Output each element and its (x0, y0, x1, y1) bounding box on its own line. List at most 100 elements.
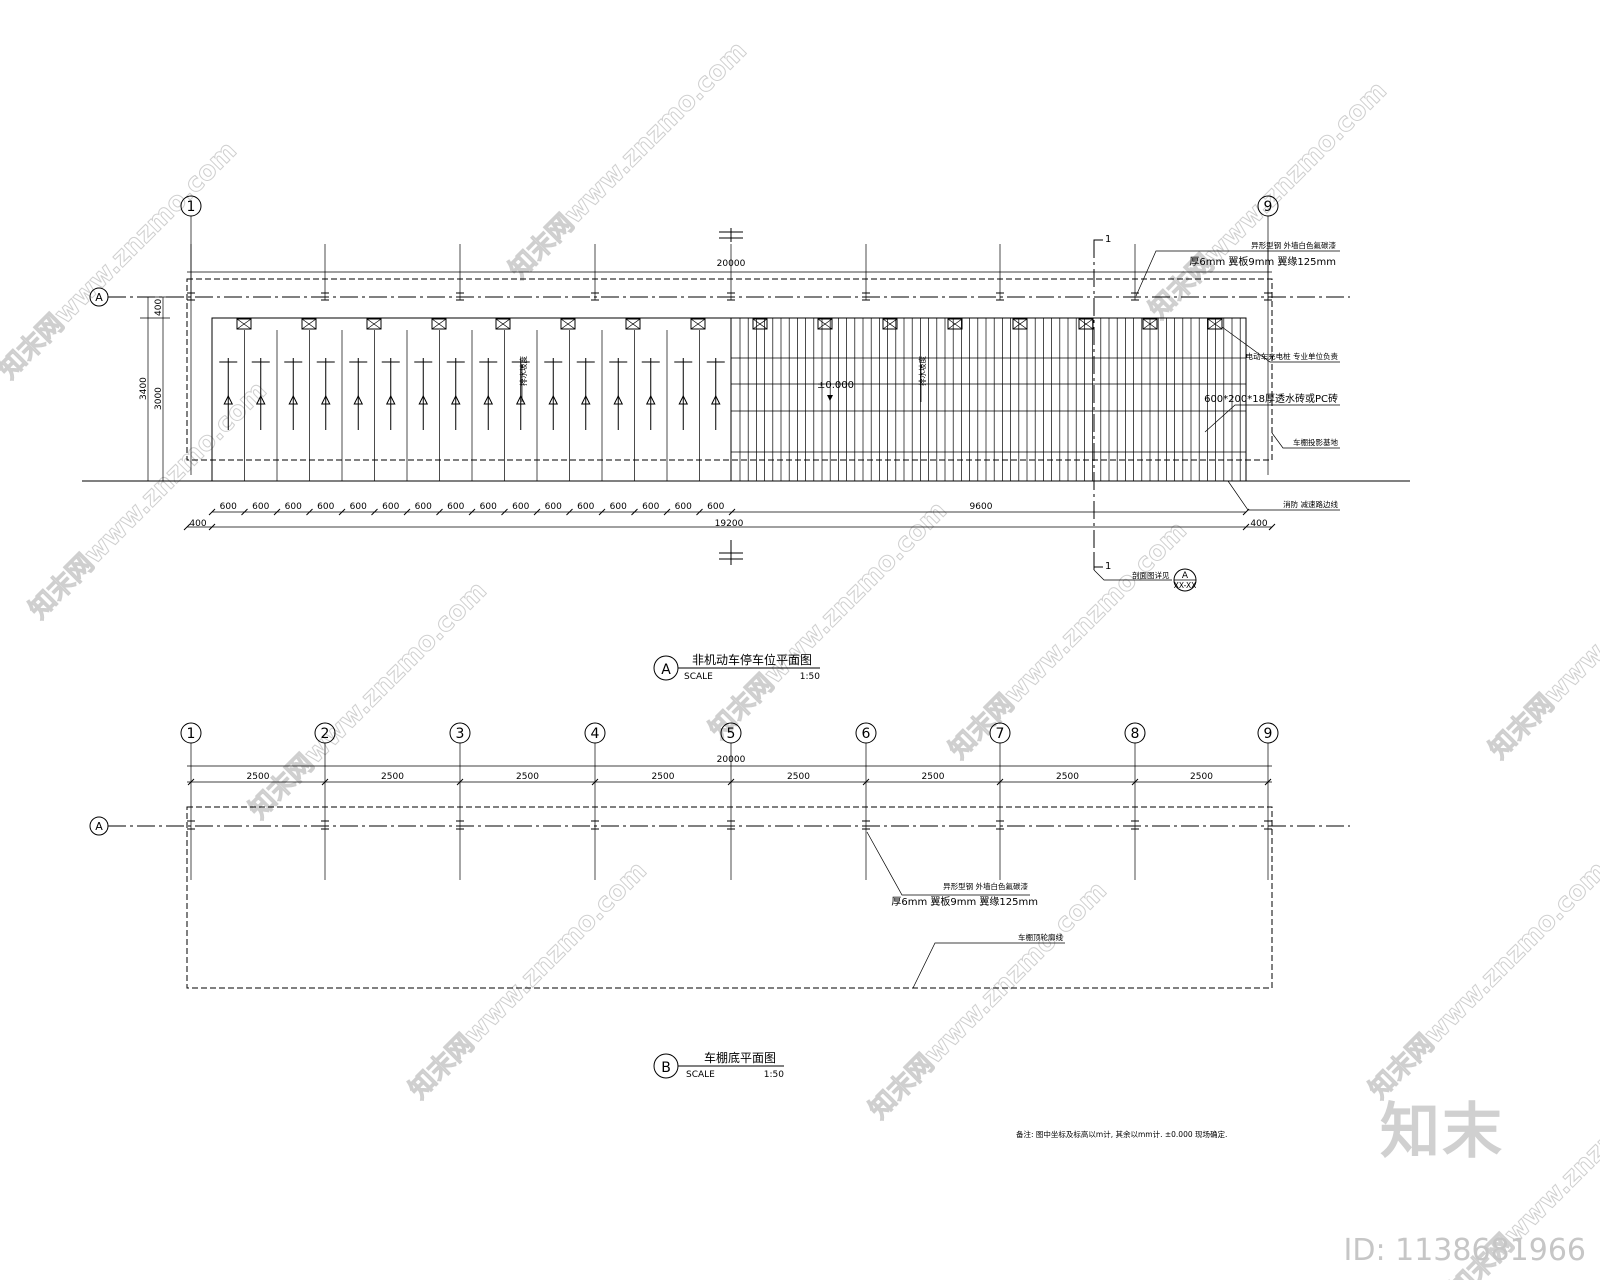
bay-dim: 2500 (652, 772, 675, 782)
bay-dim: 2500 (922, 772, 945, 782)
dim-pitch: 600 (317, 502, 334, 512)
grid-label-b: 4 (591, 726, 600, 742)
watermark-text: 知末网www.znzmo.com (864, 876, 1113, 1125)
brand-logo: 知末 (1380, 1097, 1504, 1167)
parking-slab (211, 317, 1247, 482)
plan-a: 1 9 A 20000 ±0.000 (82, 195, 1410, 682)
charger-box (1142, 318, 1158, 330)
dim-tick (436, 508, 443, 516)
bike-seat (678, 394, 689, 405)
charger-box (431, 318, 447, 330)
charger-box-cross (1078, 318, 1094, 330)
note-charger: 电动车充电桩 专业单位负责 (1246, 351, 1339, 361)
grid-label-b: 3 (456, 726, 465, 742)
scale-value-b: 1:50 (764, 1070, 784, 1080)
charger-box (752, 318, 768, 330)
bike-seat (548, 394, 559, 405)
dim-tick (241, 508, 248, 516)
dim-tick (663, 508, 671, 516)
charger-box-cross (366, 318, 382, 330)
dim-pitch: 600 (415, 502, 432, 512)
bay-dim: 2500 (381, 772, 404, 782)
slope-note-1: 排水坡度 (518, 356, 528, 386)
scale-value-a: 1:50 (800, 672, 820, 682)
dim-tick (728, 508, 736, 516)
section-ref-sheet: XX-XX (1174, 581, 1197, 590)
watermark-text: 知末网www.znzmo.com (504, 36, 753, 285)
dim-pitch: 600 (512, 502, 529, 512)
footnote: 备注: 图中坐标及标高以m计, 其余以mm计. ±0.000 现场确定. (1016, 1129, 1227, 1139)
dim-tick (371, 508, 378, 516)
grid-label-b: 1 (187, 726, 196, 742)
note-paving: 600*200*18厚透水砖或PC砖 (1204, 392, 1338, 405)
note-column-1: 异形型钢 外墙白色氟碳漆 (1251, 240, 1336, 250)
row-label-a-b: A (95, 820, 103, 833)
charger-box (495, 318, 511, 330)
bike-seat (613, 394, 624, 405)
charger-box (236, 318, 252, 330)
dim-side-left: 400 (189, 519, 206, 529)
charger-box-cross (625, 318, 641, 330)
bike-seat (515, 394, 526, 405)
charger-box (560, 318, 576, 330)
charger-box (366, 318, 382, 330)
dim-pitch: 600 (285, 502, 302, 512)
note-roof-edge: 车棚投影基地 (1293, 437, 1338, 447)
charger-box-cross (690, 318, 706, 330)
dim-tick (696, 508, 703, 516)
bike-seat (580, 394, 591, 405)
dim-pitch: 600 (675, 502, 692, 512)
grid-label-b: 2 (321, 726, 330, 742)
charger-box (947, 318, 963, 330)
bike-seat (223, 394, 234, 405)
note-curb: 消防 减速路边线 (1283, 499, 1338, 509)
title-b: 车棚底平面图 (704, 1050, 776, 1065)
dim-pitch: 600 (577, 502, 594, 512)
watermark-text: 知末网www.znzmo.com (1484, 516, 1600, 765)
title-symbol-a: A (661, 662, 671, 678)
title-a: 非机动车停车位平面图 (692, 652, 812, 667)
dim-tick (306, 508, 313, 516)
dim-tick (273, 508, 281, 516)
charger-box-cross (431, 318, 447, 330)
watermark-text: 知末网www.znzmo.com (1364, 856, 1600, 1105)
section-mark-top: 1 (1105, 234, 1111, 245)
charger-box (690, 318, 706, 330)
dim-tick (598, 508, 606, 516)
bike-seat (353, 394, 364, 405)
charger-box-cross (1207, 318, 1223, 330)
dim-tick (403, 508, 411, 516)
bike-seat (710, 394, 721, 405)
section-mark-bottom: 1 (1105, 561, 1111, 572)
dim-pitch: 600 (447, 502, 464, 512)
dim-pitch: 600 (382, 502, 399, 512)
charger-box (301, 318, 317, 330)
title-symbol-b: B (661, 1060, 671, 1076)
grid-label-1: 1 (187, 199, 196, 215)
dim-tick (1242, 523, 1250, 531)
note-roof-b: 车棚顶轮廓线 (1018, 932, 1063, 942)
bay-dim: 2500 (1056, 772, 1079, 782)
charger-box-cross (1012, 318, 1028, 330)
bay-dim: 2500 (516, 772, 539, 782)
dim-pitch: 600 (642, 502, 659, 512)
dim-pitch: 600 (545, 502, 562, 512)
dim-pitch: 600 (220, 502, 237, 512)
dim-tick (533, 508, 541, 516)
note-column-2: 厚6mm 翼板9mm 翼缘125mm (1189, 255, 1336, 268)
dim-bottom-total: 19200 (715, 519, 744, 529)
dim-tick (468, 508, 476, 516)
bike-seat (418, 394, 429, 405)
charger-box-cross (236, 318, 252, 330)
roof-projection-outline (186, 278, 1273, 461)
dim-tick (501, 508, 508, 516)
bike-seat (645, 394, 656, 405)
dim-side-right: 400 (1250, 519, 1267, 529)
charger-box-cross (817, 318, 833, 330)
paving-hatch (730, 318, 1246, 481)
scale-label-b: SCALE (686, 1070, 715, 1080)
column-markers (187, 244, 1272, 301)
charger-box (1012, 318, 1028, 330)
dim-height-inner: 3000 (154, 387, 164, 410)
